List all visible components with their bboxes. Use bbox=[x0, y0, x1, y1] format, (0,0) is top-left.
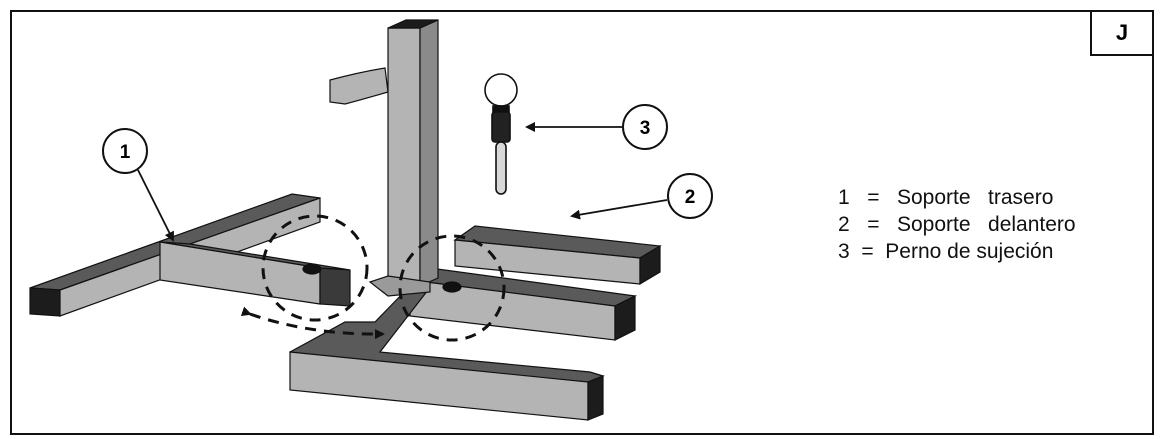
pivot-markers bbox=[240, 214, 506, 342]
reference-letter: J bbox=[1115, 20, 1129, 45]
callout-2-number: 2 bbox=[685, 187, 696, 208]
callout-1-circle bbox=[102, 128, 148, 174]
post-front bbox=[387, 27, 421, 291]
pin-collar bbox=[492, 105, 510, 113]
post-top bbox=[387, 19, 439, 29]
front-base-end bbox=[587, 375, 604, 421]
legend-number: 3 bbox=[838, 240, 850, 263]
legend-number: 2 bbox=[838, 213, 850, 236]
post-handle bbox=[329, 67, 389, 105]
callout-1-number: 1 bbox=[120, 142, 131, 163]
locking-pin bbox=[484, 73, 518, 195]
callout-3-number: 3 bbox=[640, 118, 651, 139]
legend-number: 1 bbox=[838, 186, 850, 209]
front-pivot-circle bbox=[398, 234, 506, 342]
rear-support-arm-end bbox=[319, 267, 351, 307]
callout-2: 2 bbox=[570, 173, 713, 220]
legend-item: 2 = Soporte delantero bbox=[838, 211, 1076, 238]
callout-3-circle bbox=[622, 104, 668, 150]
rear-support-end bbox=[29, 287, 61, 317]
pivot-arrow bbox=[240, 306, 385, 340]
rear-pin-hole bbox=[302, 263, 322, 275]
legend-text: = Soporte delantero bbox=[867, 213, 1076, 236]
legend: 1 = Soporte trasero 2 = Soporte delanter… bbox=[838, 184, 1076, 265]
rear-support bbox=[29, 193, 351, 317]
callout-3: 3 bbox=[525, 104, 668, 150]
pin-grip bbox=[491, 111, 511, 143]
front-arm-back-end bbox=[639, 244, 661, 286]
legend-text: = Perno de sujeción bbox=[861, 240, 1054, 263]
front-arm-mid-end bbox=[614, 295, 636, 341]
vertical-post bbox=[329, 19, 439, 297]
post-base-plate bbox=[368, 275, 431, 297]
front-pin-hole bbox=[442, 281, 462, 293]
front-support bbox=[289, 225, 662, 421]
callout-2-circle bbox=[667, 173, 713, 219]
callout-1-arrow bbox=[137, 169, 174, 242]
figure-reference-label: J bbox=[1090, 10, 1154, 56]
figure-frame bbox=[10, 10, 1154, 435]
pin-shaft bbox=[495, 141, 507, 195]
legend-item: 1 = Soporte trasero bbox=[838, 184, 1076, 211]
pin-ring bbox=[484, 73, 518, 107]
callout-2-arrow bbox=[570, 199, 668, 220]
legend-text: = Soporte trasero bbox=[867, 186, 1054, 209]
callout-1: 1 bbox=[102, 128, 174, 242]
legend-item: 3 = Perno de sujeción bbox=[838, 238, 1076, 265]
